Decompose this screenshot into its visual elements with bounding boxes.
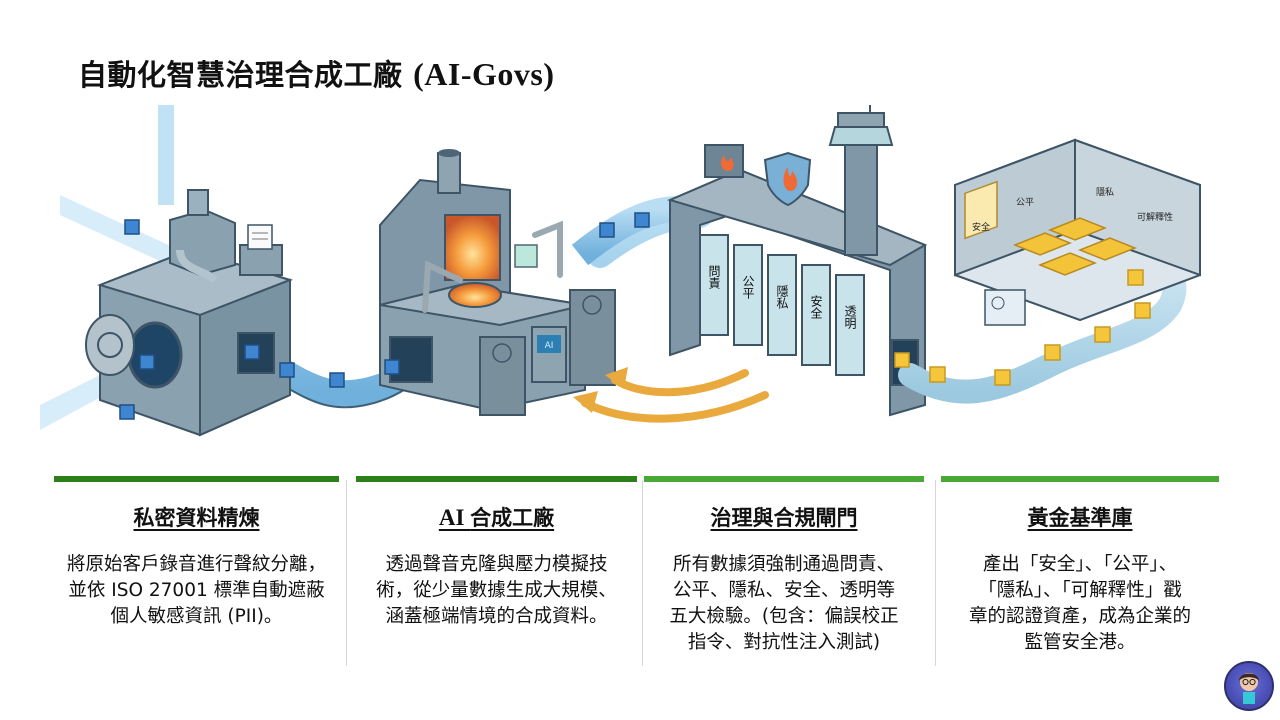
card-golden-benchmark: 黃金基準庫 產出「安全」、「公平」、 「隱私」、「可解釋性」戳 章的認證資產，成… <box>941 476 1219 671</box>
card-body: 產出「安全」、「公平」、 「隱私」、「可解釋性」戳 章的認證資產，成為企業的 監… <box>968 554 1191 653</box>
card-divider <box>346 480 347 666</box>
card-body: 將原始客戶錄音進行聲紋分離， 並依 ISO 27001 標準自動遮蔽 個人敏感資… <box>66 554 326 627</box>
card-accent-bar <box>941 476 1219 482</box>
card-body: 透過聲音克隆與壓力模擬技 術，從少量數據生成大規模、 涵蓋極端情境的合成資料。 <box>376 554 617 627</box>
card-accent-bar <box>644 476 924 482</box>
card-governance-gate: 治理與合規閘門 所有數據須強制通過問責、 公平、隱私、安全、透明等 五大檢驗。(… <box>644 476 924 671</box>
gold-data-cubes <box>894 269 1151 386</box>
slide-title-latin: (AI-Govs) <box>413 56 555 92</box>
card-divider <box>642 480 643 666</box>
pillar-accountability: 問責 <box>707 265 721 289</box>
slide-title: 自動化智慧治理合成工廠 (AI-Govs) <box>78 52 554 94</box>
card-heading: 治理與合規閘門 <box>710 506 858 530</box>
card-divider <box>935 480 936 666</box>
vault-sign-privacy: 隱私 <box>1096 186 1114 198</box>
avatar-face-icon <box>1239 673 1259 704</box>
card-accent-bar <box>54 476 339 482</box>
feedback-loop-arrows <box>573 367 769 423</box>
slide-title-cjk: 自動化智慧治理合成工廠 <box>78 58 414 92</box>
pillar-fairness: 公平 <box>741 275 755 299</box>
card-heading: 私密資料精煉 <box>133 506 260 530</box>
pillar-safety: 安全 <box>809 294 823 319</box>
pillar-privacy: 隱私 <box>775 285 789 309</box>
presenter-avatar <box>1224 661 1274 711</box>
vault-sign-fairness: 公平 <box>1016 197 1034 208</box>
factory-pipeline-illustration: AI 問責 公平 隱私 安全 透明 <box>40 105 1201 437</box>
refinery-machine <box>85 189 294 437</box>
pillar-transparency: 透明 <box>843 305 857 330</box>
card-ai-synthesis-factory: AI 合成工廠 透過聲音克隆與壓力模擬技 術，從少量數據生成大規模、 涵蓋極端情… <box>356 476 637 671</box>
compliance-pillars: 問責 公平 隱私 安全 透明 <box>699 234 865 376</box>
card-private-data-refinery: 私密資料精煉 將原始客戶錄音進行聲紋分離， 並依 ISO 27001 標準自動遮… <box>54 476 339 671</box>
card-accent-bar <box>356 476 637 482</box>
vault-sign-safety: 安全 <box>972 221 990 233</box>
card-heading: AI 合成工廠 <box>438 505 555 530</box>
vault-sign-explainability: 可解釋性 <box>1137 211 1173 223</box>
blue-data-cubes <box>119 212 650 420</box>
ai-monitor-label: AI <box>545 341 554 351</box>
ai-factory-machine: AI <box>379 149 616 416</box>
card-heading: 黃金基準庫 <box>1027 506 1133 530</box>
card-body: 所有數據須強制通過問責、 公平、隱私、安全、透明等 五大檢驗。(包含：偏誤校正 … <box>669 554 899 653</box>
gold-bars <box>1012 217 1138 276</box>
governance-gate-machine: 問責 公平 隱私 安全 透明 <box>667 105 928 417</box>
